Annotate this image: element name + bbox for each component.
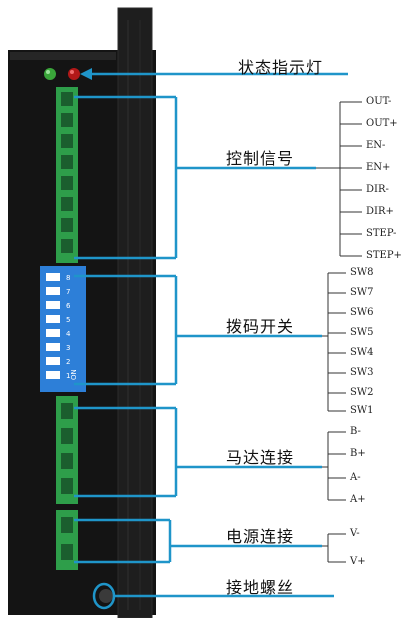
pin-dir-plus: DIR+ [366, 206, 394, 217]
pin-sw3: SW3 [350, 367, 374, 378]
dip-switch-label: 拨码开关 [226, 317, 295, 336]
pin-sw4: SW4 [350, 347, 374, 358]
motor-connection-label: 马达连接 [226, 448, 295, 467]
status-led-label: 状态指示灯 [238, 58, 324, 77]
pin-en-plus: EN+ [366, 162, 391, 173]
control-signal-label: 控制信号 [226, 149, 295, 168]
power-connection-label: 电源连接 [226, 527, 295, 546]
led-red-icon [68, 68, 80, 80]
pin-b-plus: B+ [350, 448, 366, 459]
heatsink [118, 8, 152, 618]
pin-b-minus: B- [350, 426, 361, 437]
pin-out-minus: OUT- [366, 96, 392, 107]
pin-v-plus: V+ [350, 556, 366, 567]
dip-number-6: 6 [66, 302, 71, 310]
pin-sw1: SW1 [350, 405, 374, 416]
motor-terminal [56, 396, 78, 504]
pin-a-plus: A+ [350, 494, 366, 505]
pin-a-minus: A- [350, 472, 361, 483]
dip-number-1: 1 [66, 372, 70, 380]
dip-number-8: 8 [66, 274, 70, 282]
dip-number-3: 3 [66, 344, 70, 352]
pin-sw6: SW6 [350, 307, 374, 318]
dip-number-4: 4 [66, 330, 71, 338]
dip-on-label: ON [70, 369, 78, 380]
dip-number-2: 2 [66, 358, 70, 366]
pin-step-plus: STEP+ [366, 250, 402, 261]
dip-number-5: 5 [66, 316, 70, 324]
pin-step-minus: STEP- [366, 228, 397, 239]
pin-out-plus: OUT+ [366, 118, 398, 129]
led-green-icon [44, 68, 56, 80]
pin-v-minus: V- [350, 528, 360, 539]
pin-sw5: SW5 [350, 327, 374, 338]
pin-dir-minus: DIR- [366, 184, 389, 195]
dip-number-7: 7 [66, 288, 70, 296]
pin-sw2: SW2 [350, 387, 374, 398]
pin-sw8: SW8 [350, 267, 374, 278]
ground-screw-label: 接地螺丝 [226, 578, 295, 597]
ground-screw-icon [99, 589, 113, 603]
pin-sw7: SW7 [350, 287, 374, 298]
pin-en-minus: EN- [366, 140, 386, 151]
